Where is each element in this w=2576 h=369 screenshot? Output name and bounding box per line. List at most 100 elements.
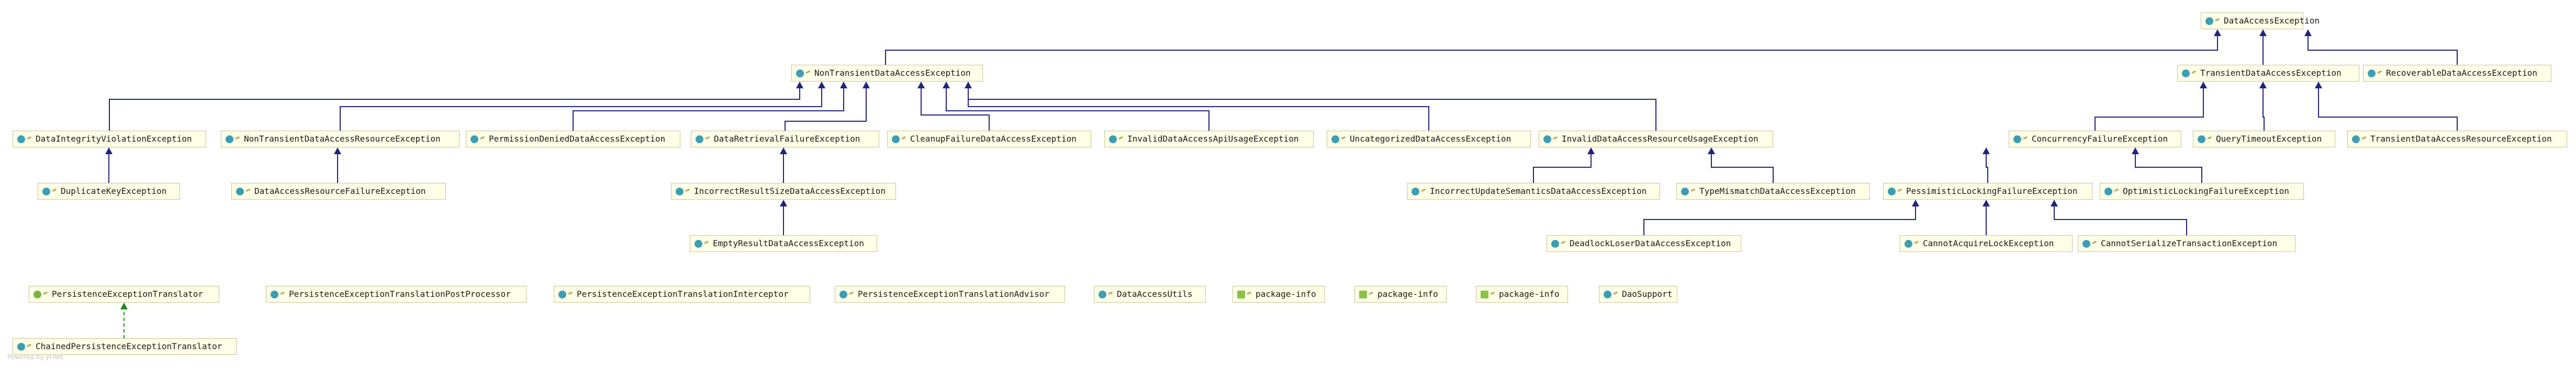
- node-dldae[interactable]: DeadlockLoserDataAccessException: [1547, 235, 1741, 252]
- class-icon: [696, 135, 703, 143]
- visibility-icon: [901, 136, 908, 142]
- class-icon: [1604, 290, 1611, 298]
- node-pkg2[interactable]: package-info: [1354, 286, 1447, 303]
- visibility-icon: [2092, 240, 2098, 247]
- extends-arrowhead: [2214, 29, 2221, 36]
- extends-arrowhead: [1983, 200, 1990, 206]
- node-dae[interactable]: DataAccessException: [2201, 13, 2320, 29]
- class-icon: [1412, 187, 1419, 195]
- node-idaruex[interactable]: InvalidDataAccessResourceUsageException: [1539, 131, 1773, 147]
- node-peti[interactable]: PersistenceExceptionTranslationIntercept…: [554, 286, 810, 303]
- visibility-icon: [27, 136, 33, 142]
- node-darfex[interactable]: DataAccessResourceFailureException: [231, 183, 446, 200]
- extends-arrowhead: [796, 82, 803, 88]
- node-label: PersistenceExceptionTranslator: [52, 289, 203, 299]
- node-dkex[interactable]: DuplicateKeyException: [38, 183, 180, 200]
- node-label: PersistenceExceptionTranslationAdvisor: [858, 289, 1050, 299]
- visibility-icon: [849, 291, 855, 297]
- implements-arrowhead: [120, 303, 128, 309]
- extends-edge-udae: [968, 88, 1429, 131]
- node-ntdarex[interactable]: NonTransientDataAccessResourceException: [221, 131, 460, 147]
- visibility-icon: [280, 291, 286, 297]
- extends-edge-idaauex: [946, 88, 1209, 131]
- class-icon: [2104, 187, 2112, 195]
- extends-edge-rdae: [2308, 36, 2458, 65]
- visibility-icon: [1897, 188, 1903, 194]
- node-dau[interactable]: DataAccessUtils: [1094, 286, 1206, 303]
- node-cstex[interactable]: CannotSerializeTransactionException: [2078, 235, 2295, 252]
- node-label: TypeMismatchDataAccessException: [1699, 186, 1856, 196]
- visibility-icon: [1490, 291, 1496, 297]
- visibility-icon: [705, 136, 711, 142]
- node-label: NonTransientDataAccessResourceException: [244, 134, 441, 144]
- extends-edge-ntdae: [885, 36, 2218, 65]
- class-icon: [1099, 290, 1106, 298]
- node-pkg1[interactable]: package-info: [1233, 286, 1325, 303]
- extends-edge-ntdarex: [340, 88, 822, 131]
- class-icon: [1905, 239, 1912, 248]
- node-label: NonTransientDataAccessException: [814, 68, 971, 78]
- extends-edge-plfex: [1986, 154, 1988, 183]
- node-idaauex[interactable]: InvalidDataAccessApiUsageException: [1104, 131, 1314, 147]
- node-dsup[interactable]: DaoSupport: [1599, 286, 1677, 303]
- extends-arrowhead: [334, 147, 341, 154]
- package-icon: [1481, 290, 1488, 298]
- node-pddae[interactable]: PermissionDeniedDataAccessException: [466, 131, 680, 147]
- extends-arrowhead: [917, 82, 925, 88]
- extends-arrowhead: [105, 147, 113, 154]
- node-plfex[interactable]: PessimisticLockingFailureException: [1883, 183, 2092, 200]
- node-ntdae[interactable]: NonTransientDataAccessException: [791, 65, 983, 82]
- node-cfex[interactable]: ConcurrencyFailureException: [2009, 131, 2181, 147]
- extends-edge-tmdae: [1711, 154, 1774, 183]
- node-pkg3[interactable]: package-info: [1476, 286, 1568, 303]
- node-tdarex[interactable]: TransientDataAccessResourceException: [2347, 131, 2567, 147]
- visibility-icon: [245, 188, 252, 194]
- node-tdae[interactable]: TransientDataAccessException: [2177, 65, 2359, 82]
- class-icon: [2352, 135, 2360, 143]
- node-iusdae[interactable]: IncorrectUpdateSemanticsDataAccessExcept…: [1407, 183, 1660, 200]
- visibility-icon: [685, 188, 691, 194]
- node-irsdae[interactable]: IncorrectResultSizeDataAccessException: [671, 183, 896, 200]
- node-udae[interactable]: UncategorizedDataAccessException: [1327, 131, 1531, 147]
- node-drfex[interactable]: DataRetrievalFailureException: [691, 131, 879, 147]
- visibility-icon: [2361, 136, 2368, 142]
- node-divex[interactable]: DataIntegrityViolationException: [13, 131, 206, 147]
- class-icon: [271, 290, 278, 298]
- extends-arrowhead: [1912, 200, 1919, 206]
- extends-arrowhead: [2259, 82, 2267, 88]
- visibility-icon: [1421, 188, 1427, 194]
- extends-arrowhead: [1708, 147, 1715, 154]
- visibility-icon: [704, 240, 710, 247]
- node-qtex[interactable]: QueryTimeoutException: [2193, 131, 2335, 147]
- visibility-icon: [43, 291, 49, 297]
- node-label: CannotSerializeTransactionException: [2101, 238, 2278, 248]
- visibility-icon: [1613, 291, 1619, 297]
- node-label: ChainedPersistenceExceptionTranslator: [36, 341, 222, 351]
- node-rdae[interactable]: RecoverableDataAccessException: [2363, 65, 2551, 82]
- node-erdae[interactable]: EmptyResultDataAccessException: [690, 235, 877, 252]
- node-tmdae[interactable]: TypeMismatchDataAccessException: [1676, 183, 1870, 200]
- visibility-icon: [805, 70, 812, 76]
- node-petpp[interactable]: PersistenceExceptionTranslationPostProce…: [266, 286, 527, 303]
- node-olfex[interactable]: OptimisticLockingFailureException: [2100, 183, 2304, 200]
- visibility-icon: [1553, 136, 1559, 142]
- node-label: RecoverableDataAccessException: [2386, 68, 2537, 78]
- extends-arrowhead: [2200, 82, 2207, 88]
- node-cfdae[interactable]: CleanupFailureDataAccessException: [887, 131, 1091, 147]
- visibility-icon: [2207, 136, 2213, 142]
- node-label: package-info: [1256, 289, 1316, 299]
- node-pet[interactable]: PersistenceExceptionTranslator: [29, 286, 219, 303]
- extends-arrowhead: [818, 82, 825, 88]
- node-peta[interactable]: PersistenceExceptionTranslationAdvisor: [835, 286, 1065, 303]
- visibility-icon: [2114, 188, 2120, 194]
- node-calex[interactable]: CannotAcquireLockException: [1900, 235, 2073, 252]
- node-label: DataRetrievalFailureException: [714, 134, 860, 144]
- node-cpet[interactable]: ChainedPersistenceExceptionTranslator: [13, 338, 237, 355]
- visibility-icon: [1914, 240, 1920, 247]
- visibility-icon: [1369, 291, 1375, 297]
- extends-edge-cfdae: [921, 88, 990, 131]
- node-label: PersistenceExceptionTranslationIntercept…: [577, 289, 789, 299]
- node-label: package-info: [1499, 289, 1560, 299]
